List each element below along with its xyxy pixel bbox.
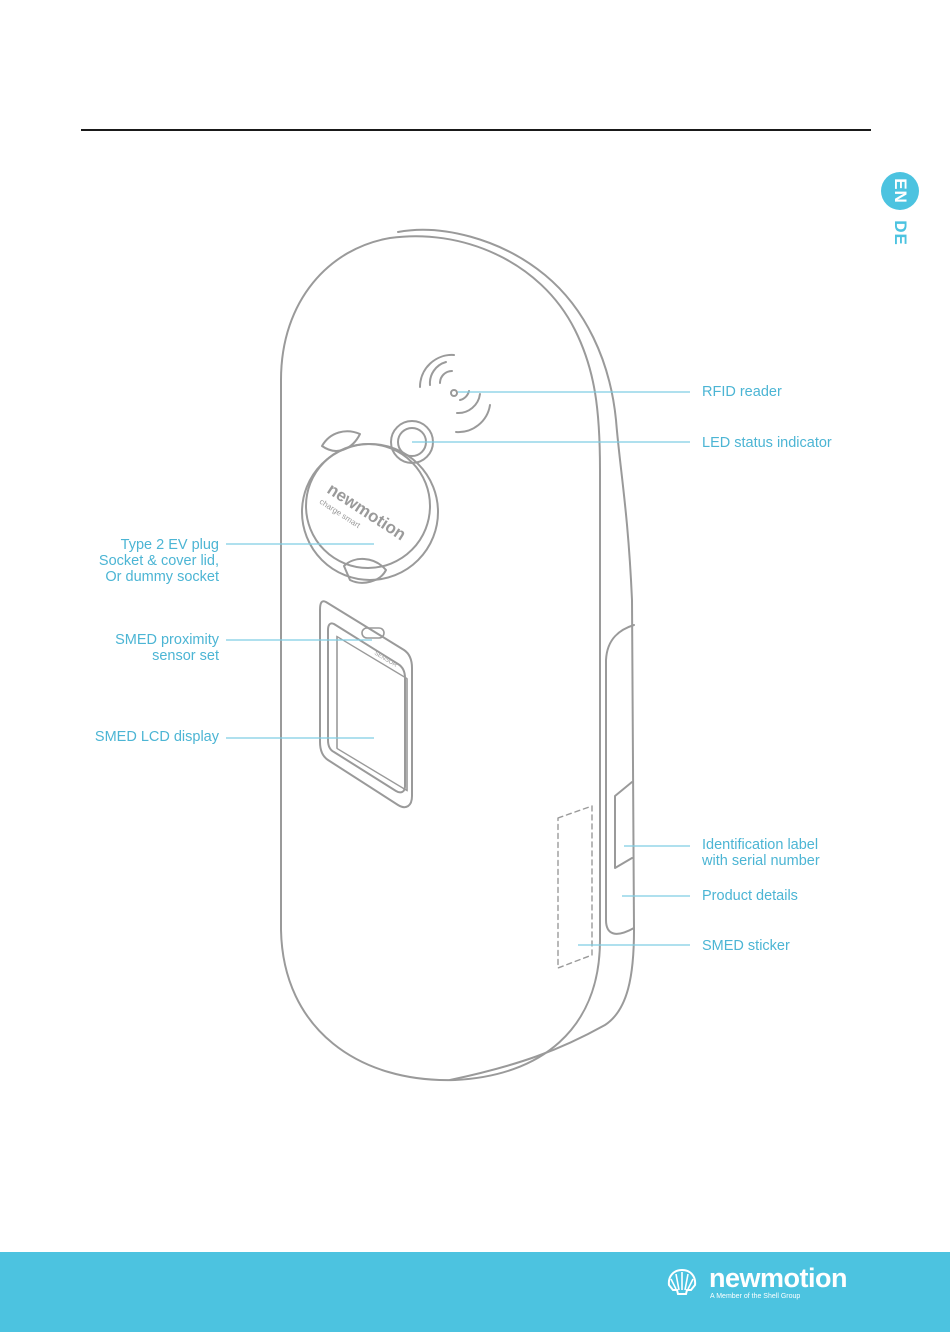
side-recess [606, 625, 634, 934]
callout-type2-line1: Type 2 EV plug [60, 537, 219, 553]
callout-id-line2: with serial number [702, 853, 820, 869]
callout-product-details: Product details [702, 888, 798, 904]
shell-logo-icon [667, 1268, 697, 1296]
callout-type2-line2: Socket & cover lid, [60, 553, 219, 569]
brand-name: newmotion [709, 1263, 847, 1294]
callout-type2-line3: Or dummy socket [60, 569, 219, 585]
smed-sticker-outline [558, 806, 592, 968]
rfid-dot [451, 390, 457, 396]
device-side-shell [398, 230, 634, 1080]
plug-socket-latch-top [322, 431, 360, 451]
smed-lcd-screen [337, 636, 407, 790]
callout-type2-plug: Type 2 EV plug Socket & cover lid, Or du… [60, 537, 219, 585]
callout-proximity-line2: sensor set [60, 648, 219, 664]
rfid-wave-6 [456, 405, 490, 432]
callout-proximity-line1: SMED proximity [60, 632, 219, 648]
callout-proximity-sensor: SMED proximity sensor set [60, 632, 219, 664]
smed-housing-outer [320, 601, 412, 807]
callout-id-line1: Identification label [702, 837, 820, 853]
plug-branding: newmotion charge smart [318, 479, 410, 553]
rfid-wave-5 [457, 394, 480, 413]
identification-label-outline [615, 782, 632, 868]
callout-led-status: LED status indicator [702, 435, 832, 451]
callout-identification-label: Identification label with serial number [702, 837, 820, 869]
rfid-wave-1 [440, 371, 452, 383]
callout-lcd-display: SMED LCD display [60, 729, 219, 745]
footer-bar: newmotion A Member of the Shell Group [0, 1252, 950, 1332]
callout-rfid-reader: RFID reader [702, 384, 782, 400]
brand-tagline: A Member of the Shell Group [710, 1293, 800, 1300]
callout-smed-sticker: SMED sticker [702, 938, 790, 954]
